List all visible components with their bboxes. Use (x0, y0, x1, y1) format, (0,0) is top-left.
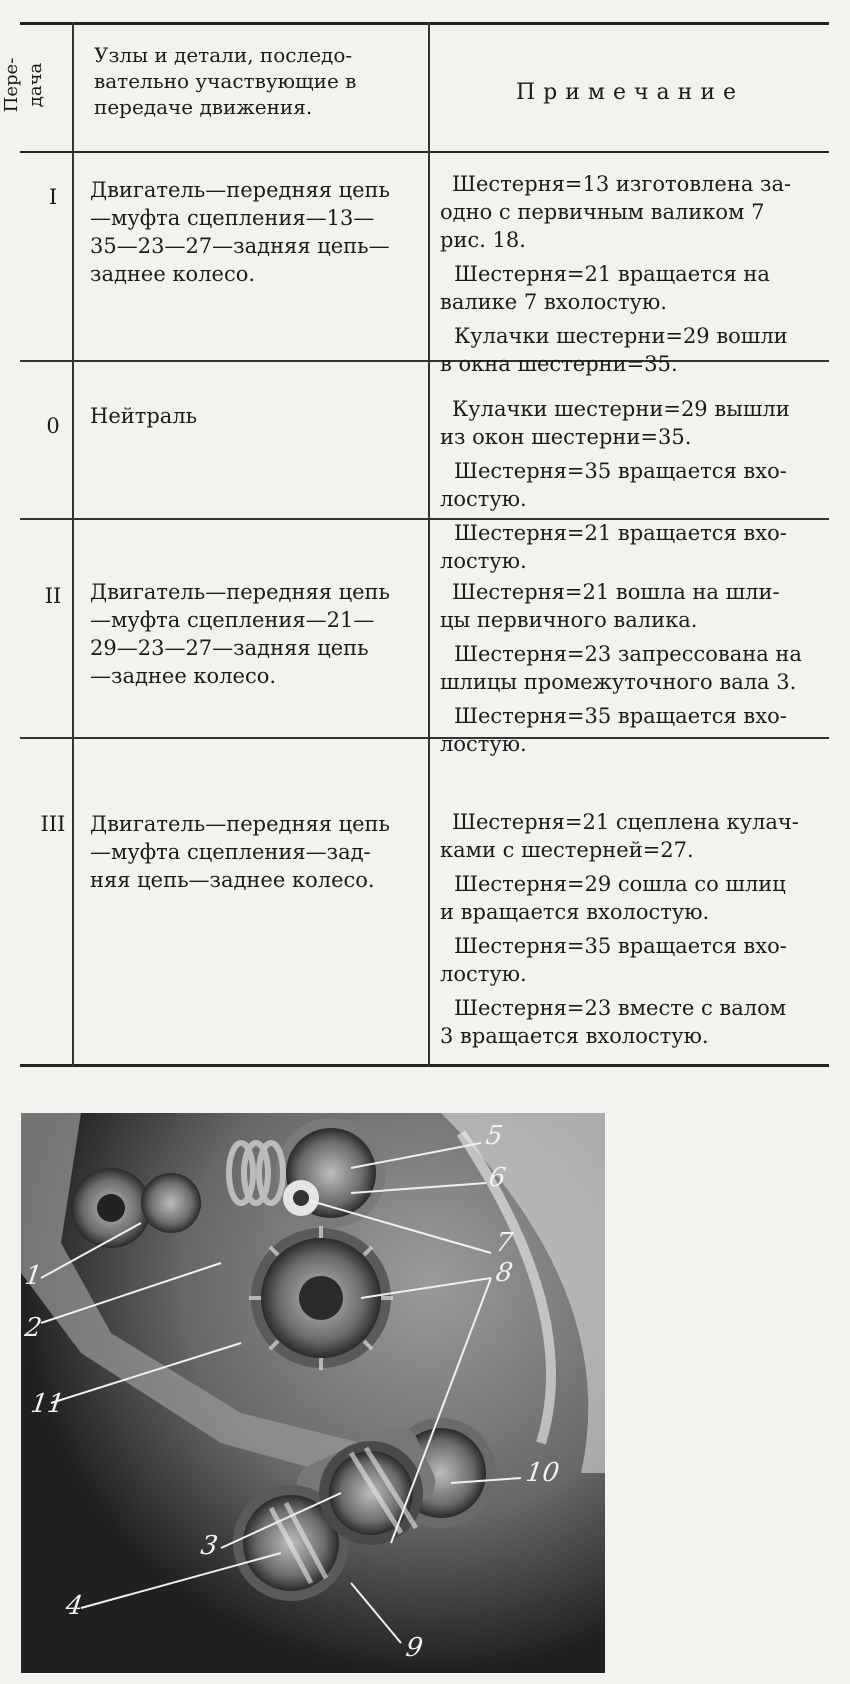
row-divider (20, 737, 829, 739)
note-line: Шестерня=35 вращается вхо- лостую. (440, 934, 787, 986)
row-nodes: Двигатель—передняя цепь —муфта сцепления… (90, 812, 390, 892)
header-note: Примечание (515, 80, 745, 105)
column-divider (72, 22, 74, 1066)
table-top-rule (20, 22, 829, 25)
note-line: Шестерня=23 вместе с валом 3 вращается в… (440, 996, 787, 1048)
row-notes: Шестерня=13 изготовлена за- одно с перви… (440, 170, 832, 384)
header-nodes: Узлы и детали, последо- вательно участву… (94, 43, 357, 119)
gearbox-photo: 5 6 7 8 1 2 11 3 10 4 9 (21, 1113, 605, 1673)
note-line: Шестерня=23 запрессована на шлицы промеж… (440, 642, 802, 694)
note-line: Шестерня=21 вращается вхо- лостую. (440, 521, 787, 573)
row-gear: 0 (46, 414, 60, 438)
note-line: Шестерня=35 вращается вхо- лостую. (440, 459, 787, 511)
row-divider (20, 360, 829, 362)
note-line: Шестерня=21 вращается на валике 7 вхолос… (440, 262, 770, 314)
row-notes: Шестерня=21 вошла на шли- цы первичного … (440, 578, 832, 764)
table-bottom-rule (20, 1064, 829, 1067)
row-nodes: Нейтраль (90, 404, 198, 428)
column-divider (428, 22, 430, 1066)
row-nodes: Двигатель—передняя цепь —муфта сцепления… (90, 178, 390, 286)
row-gear: II (44, 584, 62, 608)
note-line: Шестерня=21 вошла на шли- цы первичного … (440, 580, 780, 632)
row-notes: Кулачки шестерни=29 вышли из окон шестер… (440, 395, 832, 581)
note-line: Шестерня=13 изготовлена за- одно с перви… (440, 172, 792, 252)
table-header-rule (20, 151, 829, 153)
note-line: Шестерня=35 вращается вхо- лостую. (440, 704, 787, 756)
row-nodes: Двигатель—передняя цепь —муфта сцепления… (90, 580, 390, 688)
header-gear: Пере- дача (1, 57, 46, 113)
row-gear: III (40, 812, 66, 836)
note-line: Кулачки шестерни=29 вышли из окон шестер… (440, 397, 790, 449)
row-divider (20, 518, 829, 520)
note-line: Шестерня=29 сошла со шлиц и вращается вх… (440, 872, 786, 924)
note-line: Кулачки шестерни=29 вошли в окна шестерн… (440, 324, 788, 376)
gearbox-illustration (21, 1113, 605, 1673)
callout-label: 10 (523, 1458, 562, 1488)
callout-label: 11 (28, 1389, 67, 1419)
row-notes: Шестерня=21 сцеплена кулач- ками с шесте… (440, 808, 832, 1056)
row-gear: I (48, 185, 58, 209)
note-line: Шестерня=21 сцеплена кулач- ками с шесте… (440, 810, 799, 862)
